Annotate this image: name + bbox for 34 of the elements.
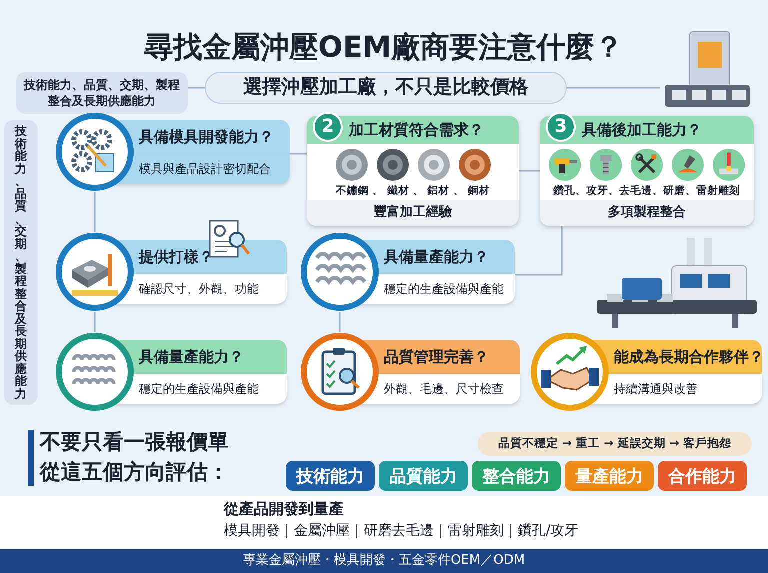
consequence-pill: 品質不穩定 → 重工 → 延誤交期 → 客戶抱怨 — [478, 432, 752, 456]
page-title: 尋找金屬沖壓OEM廠商要注意什麼？ — [143, 29, 625, 66]
connector-line — [515, 226, 563, 276]
card-heading: 具備後加工能力？ — [582, 120, 702, 141]
connector-line — [567, 87, 660, 89]
capability-tag: 量產能力 — [565, 461, 654, 491]
feature-card — [55, 332, 287, 412]
capability-tag: 技術能力 — [286, 461, 375, 491]
capability-tag: 品質能力 — [379, 461, 468, 491]
side-tag: 技術能力、品質、交期、製程整合及長期供應能力 — [4, 120, 38, 405]
note-text: 模具開發｜金屬沖壓｜研磨去毛邊｜雷射雕刻｜鑽孔/攻牙 — [224, 522, 579, 540]
capability-tag: 整合能力 — [472, 461, 561, 491]
card-heading: 加工材質符合需求？ — [349, 120, 484, 141]
capability-tag: 合作能力 — [658, 461, 747, 491]
note-text: 從這五個方向評估： — [40, 459, 229, 486]
connector-line — [94, 312, 96, 332]
connector-line — [339, 312, 341, 332]
card-footer-text: 豐富加工經驗 — [307, 200, 519, 226]
item-list: 鑽孔、攻牙、去毛邊、研磨、雷射雕刻 — [540, 184, 754, 198]
connector-line — [519, 170, 540, 172]
feature-card — [300, 332, 520, 412]
note-text: 從產品開發到量產 — [224, 500, 344, 519]
tag-box: 技術能力、品質、交期、製程整合及長期供應能力 — [16, 72, 188, 114]
connector-line — [94, 192, 96, 232]
feature-card — [300, 232, 515, 312]
item-list: 不鏽鋼 、 鐵材 、 鋁材 、 銅材 — [307, 184, 519, 198]
connector-line — [188, 87, 205, 89]
connector-line — [290, 153, 307, 155]
card-footer-text: 多項製程整合 — [540, 200, 754, 226]
subtitle-pill: 選擇沖壓加工廠，不只是比較價格 — [205, 72, 567, 104]
feature-card — [530, 332, 762, 412]
note-text: 不要只看一張報價單 — [40, 429, 229, 456]
footer-bar: 專業金屬沖壓・模具開發・五金零件OEM／ODM — [0, 549, 768, 573]
feature-card — [55, 112, 290, 192]
